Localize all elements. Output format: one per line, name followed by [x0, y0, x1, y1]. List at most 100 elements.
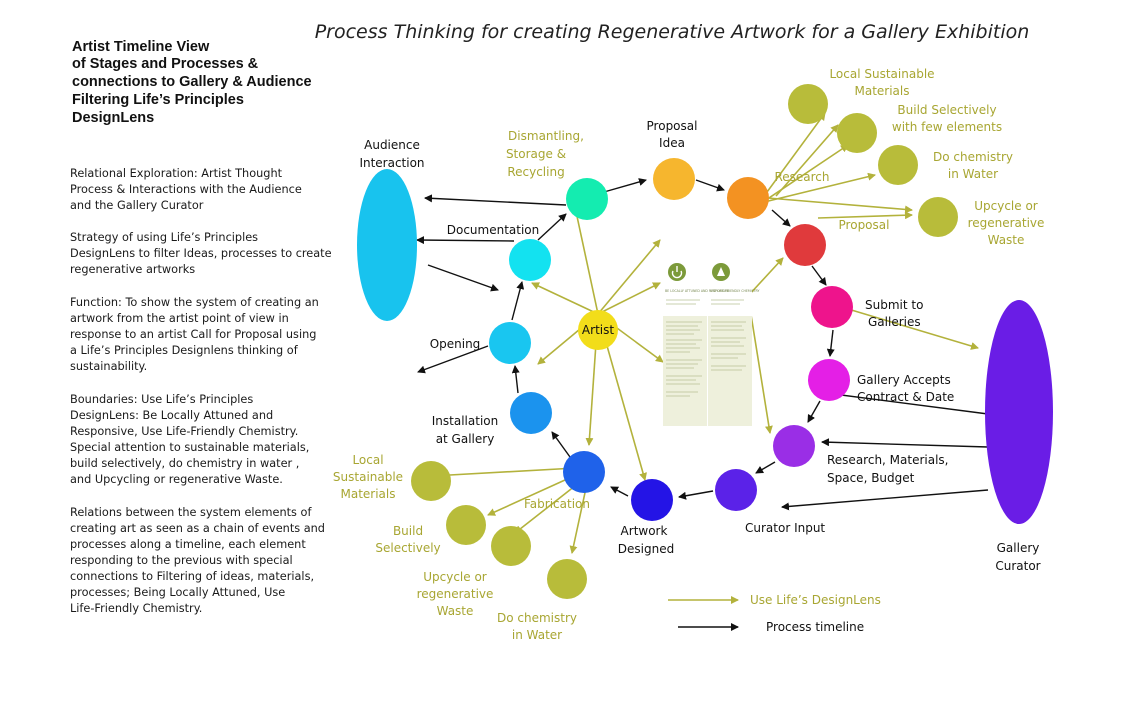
para-line: responding to the previous with special: [70, 554, 293, 567]
research-label: Research: [774, 170, 829, 184]
principle-label: regenerative: [968, 216, 1045, 230]
card-head-text: BE LOCALLY ATTUNED AND RESPONSIVE: [665, 289, 729, 293]
node-installation: [510, 392, 552, 434]
principle-node-top: [837, 113, 877, 153]
lens-arrow: [837, 305, 979, 350]
timeline-arrow: [603, 178, 647, 193]
node-research-materials: [773, 425, 815, 467]
lens-arrow: [514, 481, 581, 534]
node-proposal-idea: [653, 158, 695, 200]
principle-label: Waste: [437, 604, 474, 618]
curator-label: Curator: [995, 559, 1040, 573]
submit-label: Galleries: [868, 315, 921, 329]
principle-node-top: [878, 145, 918, 185]
para-line: a Life’s Principles Designlens thinking …: [70, 344, 299, 357]
artwork-designed-label: Designed: [618, 542, 674, 556]
lens-arrow: [487, 474, 577, 516]
para-line: build selectively, do chemistry in water…: [70, 457, 299, 470]
timeline-arrow: [817, 388, 989, 415]
proposal-idea-label: Idea: [659, 136, 685, 150]
node-submit: [811, 286, 853, 328]
lens-arrow: [817, 211, 913, 220]
lens-arrow: [755, 196, 913, 214]
principle-label: with few elements: [892, 120, 1002, 134]
lens-arrow: [597, 239, 661, 315]
card-head-left: [663, 258, 707, 316]
designlens-labels: Dismantling, Storage & Recycling Researc…: [333, 67, 1045, 642]
main-title: Process Thinking for creating Regenerati…: [315, 21, 1030, 43]
principle-node-top: [788, 84, 828, 124]
timeline-arrow: [551, 431, 571, 458]
timeline-arrow: [424, 194, 567, 206]
principle-label: Local: [352, 453, 383, 467]
chemistry-icon-glyph: [717, 267, 725, 276]
timeline-arrow: [417, 345, 489, 374]
audience-ellipse: [357, 169, 417, 321]
para-line: DesignLens: Be Locally Attuned and: [70, 409, 273, 422]
side-title-line: of Stages and Processes &: [72, 56, 259, 72]
principle-label: Sustainable: [333, 470, 403, 484]
para-line: processes; Being Locally Attuned, Use: [70, 586, 285, 599]
card-head-text: USE LIFE-FRIENDLY CHEMISTRY: [710, 289, 760, 293]
accepts-label: Contract & Date: [857, 390, 954, 404]
lens-arrow: [569, 487, 587, 554]
principle-label: Waste: [988, 233, 1025, 247]
curator-ellipse: [985, 300, 1053, 524]
timeline-arrow: [695, 179, 725, 192]
timeline-arrow: [811, 265, 827, 286]
accepts-label: Gallery Accepts: [857, 373, 951, 387]
timeline-arrow: [771, 209, 791, 227]
curator-input-label: Curator Input: [745, 521, 825, 535]
dismantling-label: Dismantling,: [508, 129, 584, 143]
node-fabrication: [563, 451, 605, 493]
node-research: [727, 177, 769, 219]
principle-label: Build Selectively: [897, 103, 996, 117]
timeline-arrow: [678, 490, 714, 500]
documentation-label: Documentation: [447, 223, 540, 237]
para-line: Responsive, Use Life-Friendly Chemistry.: [70, 425, 298, 438]
timeline-arrow: [821, 438, 989, 448]
artwork-designed-label: Artwork: [621, 524, 668, 538]
node-curator-input: [715, 469, 757, 511]
legend-lens-label: Use Life’s DesignLens: [750, 593, 881, 607]
lens-arrow: [597, 282, 661, 315]
stage-labels: Audience Interaction Gallery Curator Art…: [359, 119, 1040, 573]
principle-node-bottom: [491, 526, 531, 566]
para-line: and Upcycling or regenerative Waste.: [70, 473, 283, 486]
timeline-arrow: [511, 281, 525, 321]
lens-arrow: [747, 257, 784, 297]
node-artwork-designed: [631, 479, 673, 521]
dismantling-label: Storage &: [506, 147, 566, 161]
lens-arrow: [572, 206, 599, 315]
para-line: and the Gallery Curator: [70, 199, 204, 212]
para-line: Process & Interactions with the Audience: [70, 183, 302, 196]
principle-nodes: [411, 84, 958, 599]
principle-node-bottom: [411, 461, 451, 501]
node-accepts: [808, 359, 850, 401]
para-line: Relational Exploration: Artist Thought: [70, 167, 283, 180]
principle-label: Selectively: [375, 541, 440, 555]
lens-arrow: [775, 124, 839, 197]
side-title-line: connections to Gallery & Audience: [72, 74, 312, 90]
principle-label: regenerative: [417, 587, 494, 601]
para-line: connections to Filtering of ideas, mater…: [70, 570, 314, 583]
side-title-line: Filtering Life’s Principles: [72, 92, 244, 108]
stage-nodes: [489, 158, 853, 521]
para-line: sustainability.: [70, 360, 147, 373]
para-line: response to an artist Call for Proposal …: [70, 328, 316, 341]
audience-label: Interaction: [359, 156, 424, 170]
dismantling-label: Recycling: [507, 165, 564, 179]
timeline-arrow: [537, 213, 567, 241]
submit-label: Submit to: [865, 298, 923, 312]
para-line: Relations between the system elements of: [70, 506, 312, 519]
node-opening: [489, 322, 531, 364]
principle-node-bottom: [446, 505, 486, 545]
para-line: Special attention to sustainable materia…: [70, 441, 309, 454]
principle-node-top: [918, 197, 958, 237]
research-materials-label: Space, Budget: [827, 471, 915, 485]
principle-label: Build: [393, 524, 423, 538]
lens-arrow: [531, 282, 599, 315]
principle-label: Materials: [340, 487, 395, 501]
timeline-arrows: [416, 178, 989, 631]
